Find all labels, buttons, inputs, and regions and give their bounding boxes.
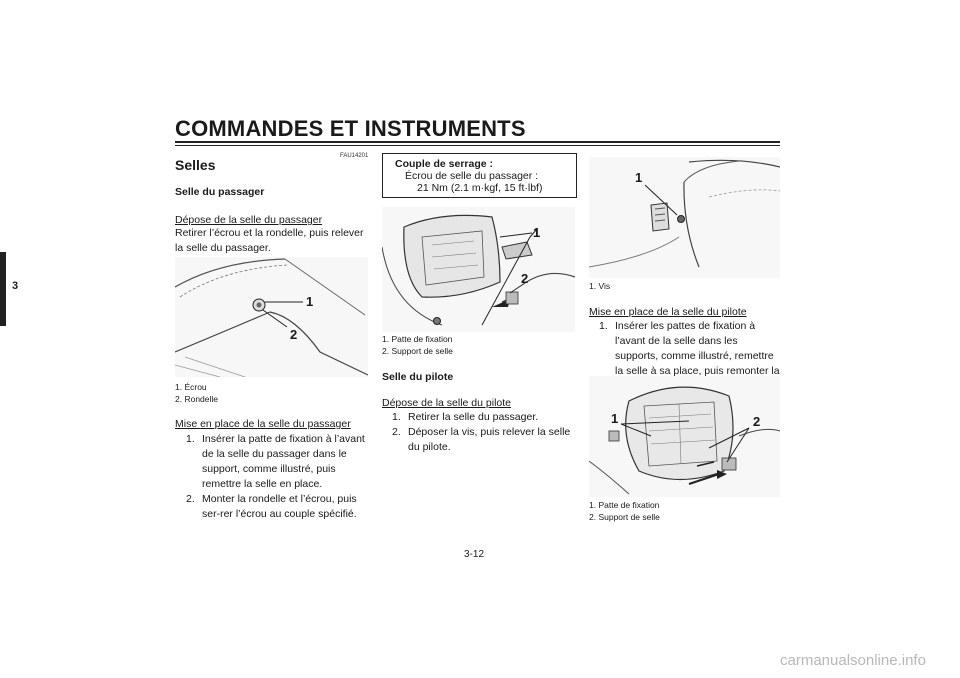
passenger-install-steps: 1. Insérer la patte de fixation à l’avan… (186, 432, 368, 522)
rider-install-steps: 1. Insérer les pattes de fixation à l’av… (599, 319, 780, 394)
list-item: 1. Insérer la patte de fixation à l’avan… (186, 433, 365, 490)
passenger-install-heading: Mise en place de la selle du passager (175, 418, 351, 430)
torque-line-2: 21 Nm (2.1 m·kgf, 15 ft·lbf) (417, 182, 543, 194)
list-item: 1. Retirer la selle du passager. (392, 411, 539, 423)
section-title: Selles (175, 157, 216, 173)
figure-rider-seat-brackets: 1 2 (589, 376, 780, 497)
passenger-seat-heading: Selle du passager (175, 186, 265, 198)
torque-title: Couple de serrage : (395, 158, 494, 170)
passenger-removal-heading: Dépose de la selle du passager (175, 214, 323, 226)
torque-box: Couple de serrage : Écrou de selle du pa… (382, 153, 577, 198)
list-item: 2. Déposer la vis, puis relever la selle… (392, 426, 571, 453)
page-title: COMMANDES ET INSTRUMENTS (175, 116, 526, 141)
chapter-tab (0, 252, 6, 326)
rider-removal-heading: Dépose de la selle du pilote (382, 397, 512, 409)
seat-screw-illustration (589, 159, 780, 268)
seat-nut-illustration (175, 258, 368, 377)
callout-2: 2 (521, 271, 529, 286)
caption-washer: 2. Rondelle (175, 394, 219, 404)
callout-1: 1 (635, 170, 643, 185)
list-item: 1. Insérer les pattes de fixation à l’av… (599, 320, 780, 392)
torque-line-1: Écrou de selle du passager : (405, 170, 539, 182)
passenger-removal-text: Retirer l’écrou et la rondelle, puis rel… (175, 227, 364, 254)
rider-install-heading: Mise en place de la selle du pilote (589, 306, 747, 318)
callout-2: 2 (753, 414, 761, 429)
rider-removal-steps: 1. Retirer la selle du passager. 2. Dépo… (392, 410, 575, 455)
caption-fixing-tab: 1. Patte de fixation (382, 334, 453, 344)
header-rule-thin (175, 145, 780, 146)
callout-1: 1 (533, 225, 541, 240)
figure-passenger-seat-nut: 1 2 (175, 257, 368, 377)
caption-fixing-tab-2: 1. Patte de fixation (589, 500, 660, 510)
section-code: FAU14201 (340, 153, 369, 159)
page-number: 3-12 (464, 549, 485, 560)
rider-bracket-illustration (589, 386, 780, 495)
rider-seat-heading: Selle du pilote (382, 371, 454, 383)
header-rule (175, 141, 780, 143)
caption-nut: 1. Écrou (175, 382, 207, 392)
callout-1: 1 (611, 411, 619, 426)
chapter-number: 3 (12, 280, 19, 292)
callout-1: 1 (306, 294, 314, 309)
list-item: 2. Monter la rondelle et l’écrou, puis s… (186, 493, 357, 520)
figure-seat-bracket: 1 2 (382, 207, 575, 332)
figure-rider-seat-screw: 1 (589, 157, 780, 278)
caption-seat-support-2: 2. Support de selle (589, 512, 660, 522)
seat-bracket-illustration (382, 214, 575, 326)
watermark: carmanualsonline.info (780, 652, 926, 669)
caption-seat-support: 2. Support de selle (382, 346, 453, 356)
caption-screw: 1. Vis (589, 281, 611, 291)
callout-2: 2 (290, 327, 298, 342)
